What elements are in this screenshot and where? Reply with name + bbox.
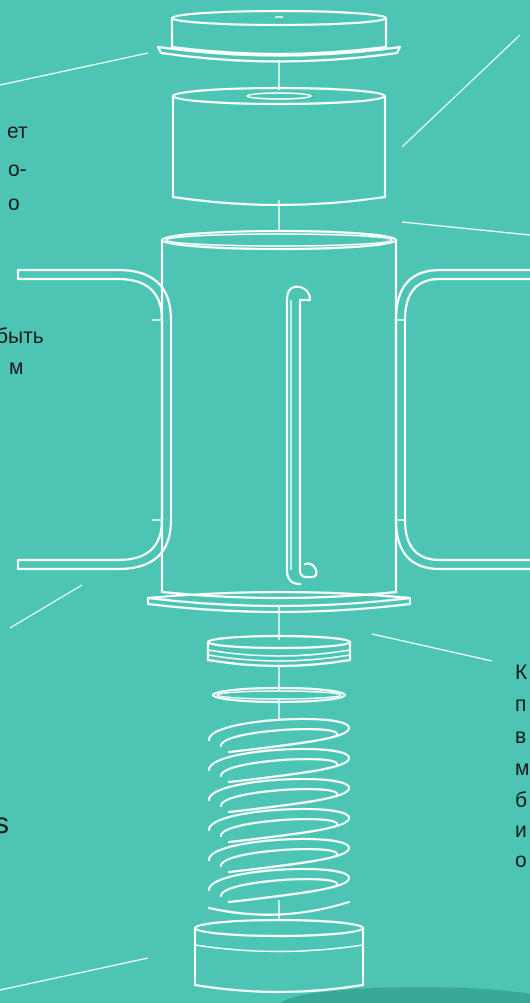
label-line: п xyxy=(515,693,526,717)
inner-cup xyxy=(173,88,385,205)
spring-coil xyxy=(209,719,349,752)
spring xyxy=(209,719,349,915)
label-line: о- xyxy=(8,158,27,182)
spring-coil xyxy=(209,809,349,842)
label-line: м xyxy=(9,356,23,380)
base-cap xyxy=(195,920,363,992)
label-line: о xyxy=(515,849,527,873)
label-line: б xyxy=(515,789,527,813)
ground-shadow xyxy=(280,987,530,1003)
label-line: ет xyxy=(7,120,28,144)
top-lid xyxy=(158,11,400,62)
spring-coil xyxy=(209,749,349,782)
spring-coil xyxy=(209,869,349,902)
leader-lines xyxy=(0,35,530,990)
spring-coil xyxy=(209,779,349,812)
spring-coil xyxy=(209,839,349,872)
label-line: К xyxy=(515,661,527,685)
left-handle xyxy=(18,270,171,569)
right-handle xyxy=(396,270,530,569)
gasket-rings xyxy=(208,636,350,666)
label-line: о xyxy=(8,192,20,216)
label-line: и xyxy=(515,819,527,843)
label-left-bottom: s xyxy=(0,812,9,836)
label-line: в xyxy=(515,725,526,749)
label-line: быть xyxy=(0,325,44,349)
washer-ring xyxy=(213,688,345,702)
label-line: м xyxy=(515,757,529,781)
main-body xyxy=(148,231,410,612)
